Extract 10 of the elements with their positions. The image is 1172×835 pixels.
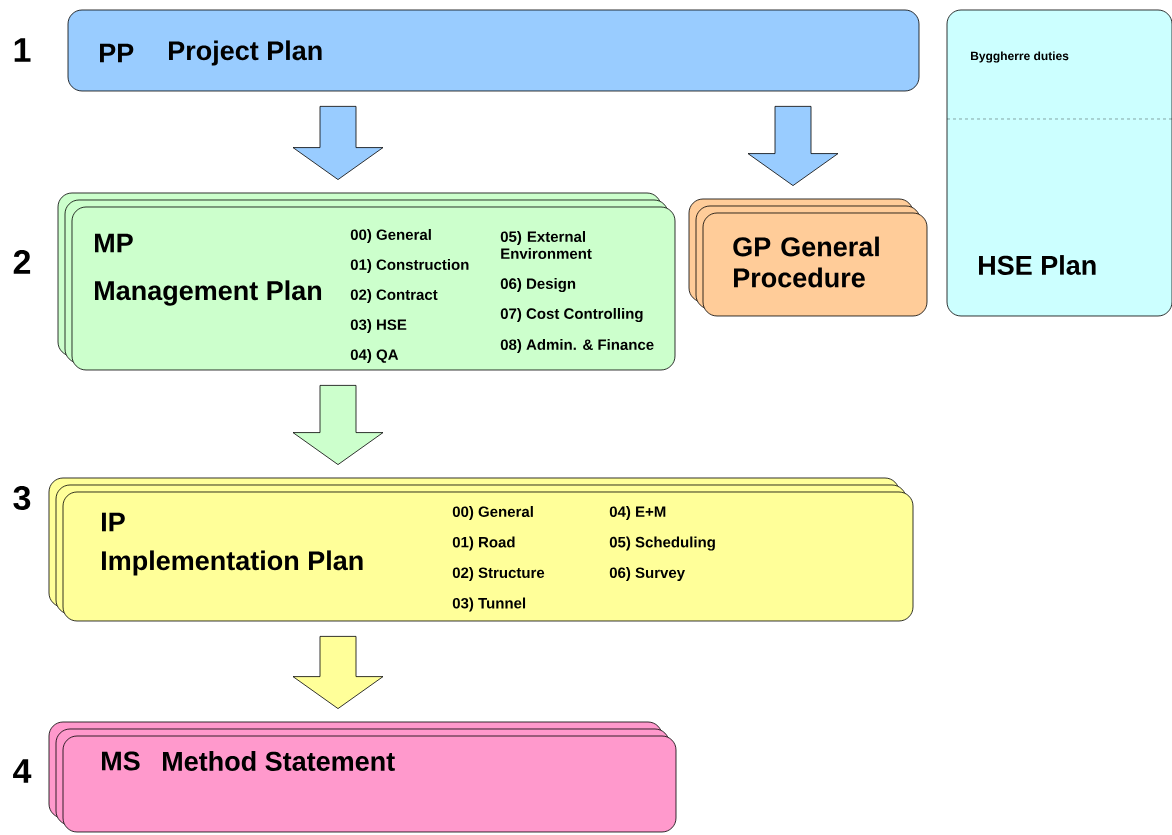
block-arrow [292, 636, 384, 709]
block-arrow [292, 106, 384, 180]
heading-text: PP [100, 43, 134, 63]
step-number: 3 [13, 485, 31, 511]
block-arrow [292, 385, 384, 465]
block-arrow [747, 106, 839, 186]
note-text: Byggherre duties [971, 51, 1069, 63]
step-number: 1 [14, 38, 31, 62]
heading-text: Project Plan [169, 40, 322, 66]
heading-text: HSE Plan [979, 255, 1096, 275]
